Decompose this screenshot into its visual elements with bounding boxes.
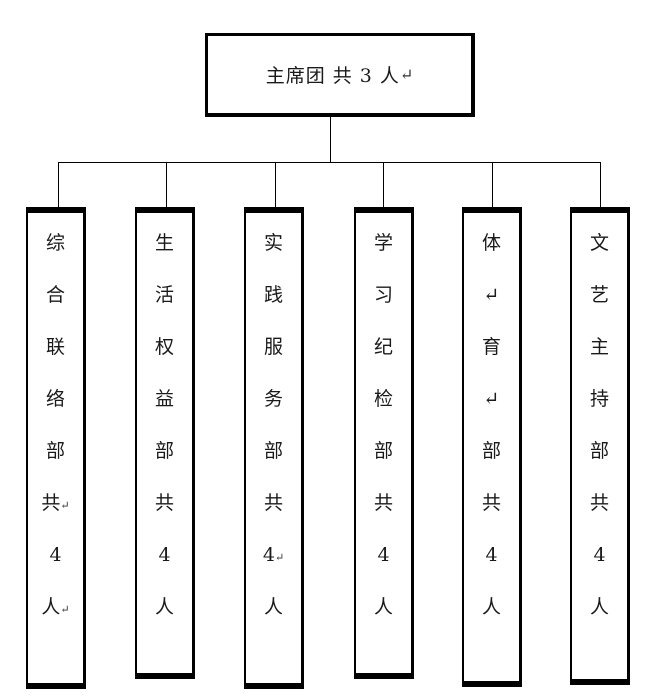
return-mark: ↵: [399, 65, 414, 84]
branch-line: [492, 162, 493, 208]
dept-char: 人: [263, 596, 283, 618]
dept-char: 联: [45, 336, 65, 358]
dept-char: 服: [263, 336, 283, 358]
dept-char: 部: [589, 440, 609, 462]
dept-char: 4: [158, 544, 171, 566]
dept-box-sports: 体 ↵ 育 ↵ 部共 4 人: [462, 207, 522, 687]
trunk-line: [330, 117, 331, 163]
dept-char: 人↵: [41, 596, 70, 618]
dept-char: 权: [154, 336, 174, 358]
dept-char: 检: [373, 388, 393, 410]
dept-char: 务: [263, 388, 283, 410]
dept-char: 主: [589, 336, 609, 358]
dept-char: 人: [373, 596, 393, 618]
dept-char: ↵: [483, 388, 500, 410]
dept-char: 文: [589, 232, 609, 254]
dept-char: 部: [481, 440, 501, 462]
branch-line: [383, 162, 384, 208]
dept-box-liaison: 综合联络部共↵ 4 人↵: [26, 207, 86, 689]
dept-char: 共: [373, 492, 393, 514]
dept-char: 4: [377, 544, 390, 566]
branch-line: [58, 162, 59, 208]
dept-box-welfare: 生活权益部共 4 人: [135, 207, 195, 679]
dept-char: 4↵: [262, 544, 285, 566]
dept-box-discipline: 学习纪检部共 4 人: [354, 207, 414, 679]
branch-line: [275, 162, 276, 208]
dept-char: 部: [373, 440, 393, 462]
dept-char: 践: [263, 284, 283, 306]
dept-char: 合: [45, 284, 65, 306]
dept-char: 部: [45, 440, 65, 462]
dept-box-arts: 文艺主持部共 4 人: [570, 207, 630, 685]
dept-char: 生: [154, 232, 174, 254]
dept-char: ↵: [483, 284, 500, 306]
branch-line: [600, 162, 601, 208]
dept-char: 4: [485, 544, 498, 566]
dept-char: 习: [373, 284, 393, 306]
dept-box-service: 实践服务部共 4↵ 人: [244, 207, 304, 689]
presidium-title: 主席团 共 3 人: [265, 65, 400, 87]
dept-char: 实: [263, 232, 283, 254]
dept-char: 4: [593, 544, 606, 566]
dept-char: 共: [589, 492, 609, 514]
branch-line: [166, 162, 167, 208]
dept-char: 活: [154, 284, 174, 306]
dept-char: 综: [45, 232, 65, 254]
dept-char: 共↵: [41, 492, 70, 514]
return-mark: ↵: [60, 499, 70, 512]
dept-char: 学: [373, 232, 393, 254]
dept-char: 部: [154, 440, 174, 462]
dept-char: 体: [481, 232, 501, 254]
presidium-box: 主席团 共 3 人↵: [205, 33, 475, 117]
return-mark: ↵: [60, 603, 70, 616]
dept-char: 共: [154, 492, 174, 514]
horizontal-connector: [58, 162, 601, 163]
dept-char: 人: [481, 596, 501, 618]
dept-char: 4: [49, 544, 62, 566]
dept-char: 人: [154, 596, 174, 618]
dept-char: 持: [589, 388, 609, 410]
dept-char: 络: [45, 388, 65, 410]
dept-char: 育: [481, 336, 501, 358]
dept-char: 部: [263, 440, 283, 462]
return-mark: ↵: [274, 551, 285, 564]
dept-char: 共: [263, 492, 283, 514]
dept-char: 人: [589, 596, 609, 618]
dept-char: 益: [154, 388, 174, 410]
dept-char: 共: [481, 492, 501, 514]
dept-char: 艺: [589, 284, 609, 306]
dept-char: 纪: [373, 336, 393, 358]
